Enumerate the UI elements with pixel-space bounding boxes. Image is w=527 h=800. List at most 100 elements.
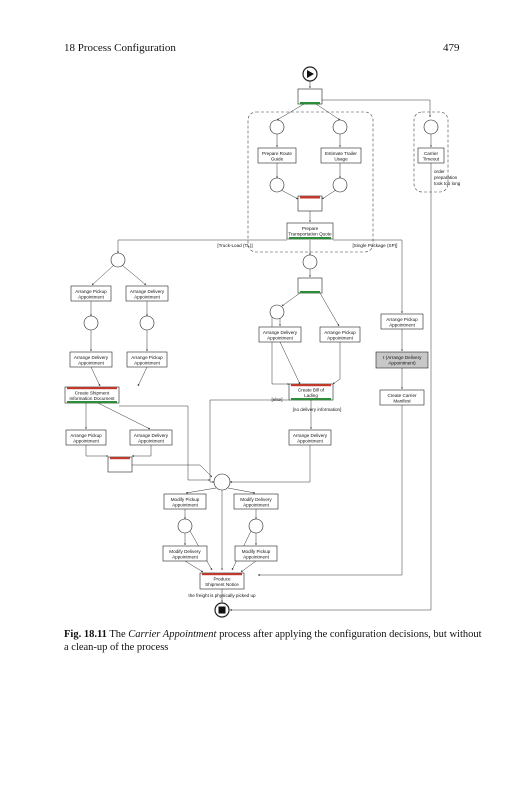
label-else: [else]: [272, 397, 283, 402]
task-label: Appointment: [243, 503, 270, 508]
task-label: Transportation Quote: [288, 232, 332, 237]
task-modify-pickup-appointment: Modify Pickup Appointment: [163, 493, 207, 510]
annotation-order-preparation: order: [434, 169, 445, 174]
task-arrange-pickup-appointment: Arrange Pickup Appointment: [319, 326, 361, 343]
task-label: Modify Pickup: [242, 549, 271, 554]
place: [423, 119, 439, 135]
task-label: Arrange Delivery: [130, 289, 165, 294]
task-estimate-trailer-usage: Estimate Trailer Usage: [320, 147, 362, 164]
place: [269, 119, 285, 135]
task-create-bill-of-lading: Create Bill of Lading: [288, 383, 334, 401]
task-tau-arrange-delivery-appointment: τ (Arrange Delivery Appointment): [375, 351, 429, 369]
task-create-carrier-manifest: Create Carrier Manifest: [379, 389, 425, 406]
task-arrange-pickup-appointment: Arrange Pickup Appointment: [126, 351, 168, 368]
running-header-chapter: 18 Process Configuration: [64, 42, 176, 54]
caption-text: The: [106, 629, 129, 640]
task-prepare-route-guide: Prepare Route Guide: [257, 147, 297, 164]
task-label: Manifest: [393, 399, 411, 404]
split-marker: [300, 102, 320, 105]
task-arrange-pickup-appointment: Arrange Pickup Appointment: [70, 285, 112, 302]
start-event: [302, 66, 318, 82]
label-single-package: [Single Package (SP)]: [353, 243, 398, 248]
task-arrange-pickup-appointment: Arrange Pickup Appointment: [380, 313, 424, 330]
task-label: Appointment): [388, 361, 416, 366]
task-label: Create Carrier: [387, 393, 417, 398]
task-label: Arrange Pickup: [75, 289, 107, 294]
and-split-connector: [297, 277, 323, 294]
task-prepare-transportation-quote: Prepare Transportation Quote: [286, 222, 334, 240]
task-label: Modify Delivery: [169, 549, 201, 554]
place: [332, 119, 348, 135]
task-label: Arrange Delivery: [293, 433, 328, 438]
task-label: Guide: [271, 157, 284, 162]
cancellation-region-main: [247, 111, 374, 253]
process-diagram: Prepare Route Guide Estimate Trailer Usa…: [64, 66, 461, 618]
task-arrange-delivery-appointment: Arrange Delivery Appointment: [288, 429, 332, 446]
label-no-delivery-information: [no delivery information]: [293, 407, 342, 412]
join-marker: [300, 196, 320, 199]
task-label: Information Document: [69, 396, 115, 401]
task-label: Appointment: [297, 439, 324, 444]
place: [139, 315, 155, 331]
task-label: Appointment: [327, 336, 354, 341]
place: [332, 177, 348, 193]
and-split-connector: [297, 88, 323, 105]
task-label: Lading: [304, 393, 318, 398]
task-arrange-delivery-appointment: Arrange Delivery Appointment: [69, 351, 113, 368]
task-label: Appointment: [172, 503, 199, 508]
place: [83, 315, 99, 331]
task-produce-shipment-notice: Produce Shipment Notice: [199, 572, 245, 590]
task-label: Appointment: [172, 555, 199, 560]
task-label: Appointment: [78, 361, 105, 366]
place: [248, 518, 264, 534]
place: [110, 252, 126, 268]
task-arrange-delivery-appointment: Arrange Delivery Appointment: [129, 429, 173, 446]
task-label: Arrange Delivery: [263, 330, 298, 335]
task-label: Timeout: [423, 157, 440, 162]
task-label: Appointment: [138, 439, 165, 444]
task-label: Modify Delivery: [240, 497, 272, 502]
task-label: Arrange Pickup: [70, 433, 102, 438]
task-label: Arrange Pickup: [131, 355, 163, 360]
place: [269, 177, 285, 193]
task-label: Arrange Pickup: [386, 317, 418, 322]
figure-caption: Fig. 18.11 The Carrier Appointment proce…: [64, 628, 484, 654]
task-arrange-delivery-appointment: Arrange Delivery Appointment: [258, 326, 302, 343]
task-label: Usage: [334, 157, 348, 162]
task-label: Modify Pickup: [171, 497, 200, 502]
task-label: Shipment Notice: [205, 582, 239, 587]
annotation-order-preparation: preparation: [434, 175, 458, 180]
task-carrier-timeout: Carrier Timeout: [417, 147, 445, 164]
task-label: Appointment: [243, 555, 270, 560]
task-label: Appointment: [134, 361, 161, 366]
task-label: Arrange Pickup: [324, 330, 356, 335]
task-modify-pickup-appointment: Modify Pickup Appointment: [234, 545, 278, 562]
task-label: Arrange Delivery: [74, 355, 109, 360]
task-arrange-delivery-appointment: Arrange Delivery Appointment: [125, 285, 169, 302]
task-label: Appointment: [73, 439, 100, 444]
place: [302, 254, 318, 270]
annotation-order-preparation: took too long: [434, 181, 461, 186]
task-label: Appointment: [267, 336, 294, 341]
task-label: Arrange Delivery: [134, 433, 169, 438]
running-header-page: 479: [443, 42, 460, 54]
task-modify-delivery-appointment: Modify Delivery Appointment: [233, 493, 279, 510]
task-label: Create Bill of: [298, 388, 325, 393]
task-label: Prepare Route: [262, 151, 292, 156]
task-label: Appointment: [134, 295, 161, 300]
place: [269, 304, 285, 320]
task-label: Produce: [213, 577, 231, 582]
caption-text: process after applying the configuration…: [64, 629, 482, 653]
task-label: Estimate Trailer: [325, 151, 357, 156]
task-label: τ (Arrange Delivery: [383, 355, 423, 360]
place: [177, 518, 193, 534]
process-name: Carrier Appointment: [128, 629, 217, 640]
task-create-shipment-information-document: Create Shipment Information Document: [64, 386, 120, 404]
task-arrange-pickup-appointment: Arrange Pickup Appointment: [65, 429, 107, 446]
task-label: Create Shipment: [75, 391, 110, 396]
task-label: Prepare: [302, 226, 319, 231]
place: [213, 473, 231, 491]
task-label: Carrier: [424, 151, 439, 156]
join-connector: [107, 456, 133, 473]
task-label: Appointment: [78, 295, 105, 300]
